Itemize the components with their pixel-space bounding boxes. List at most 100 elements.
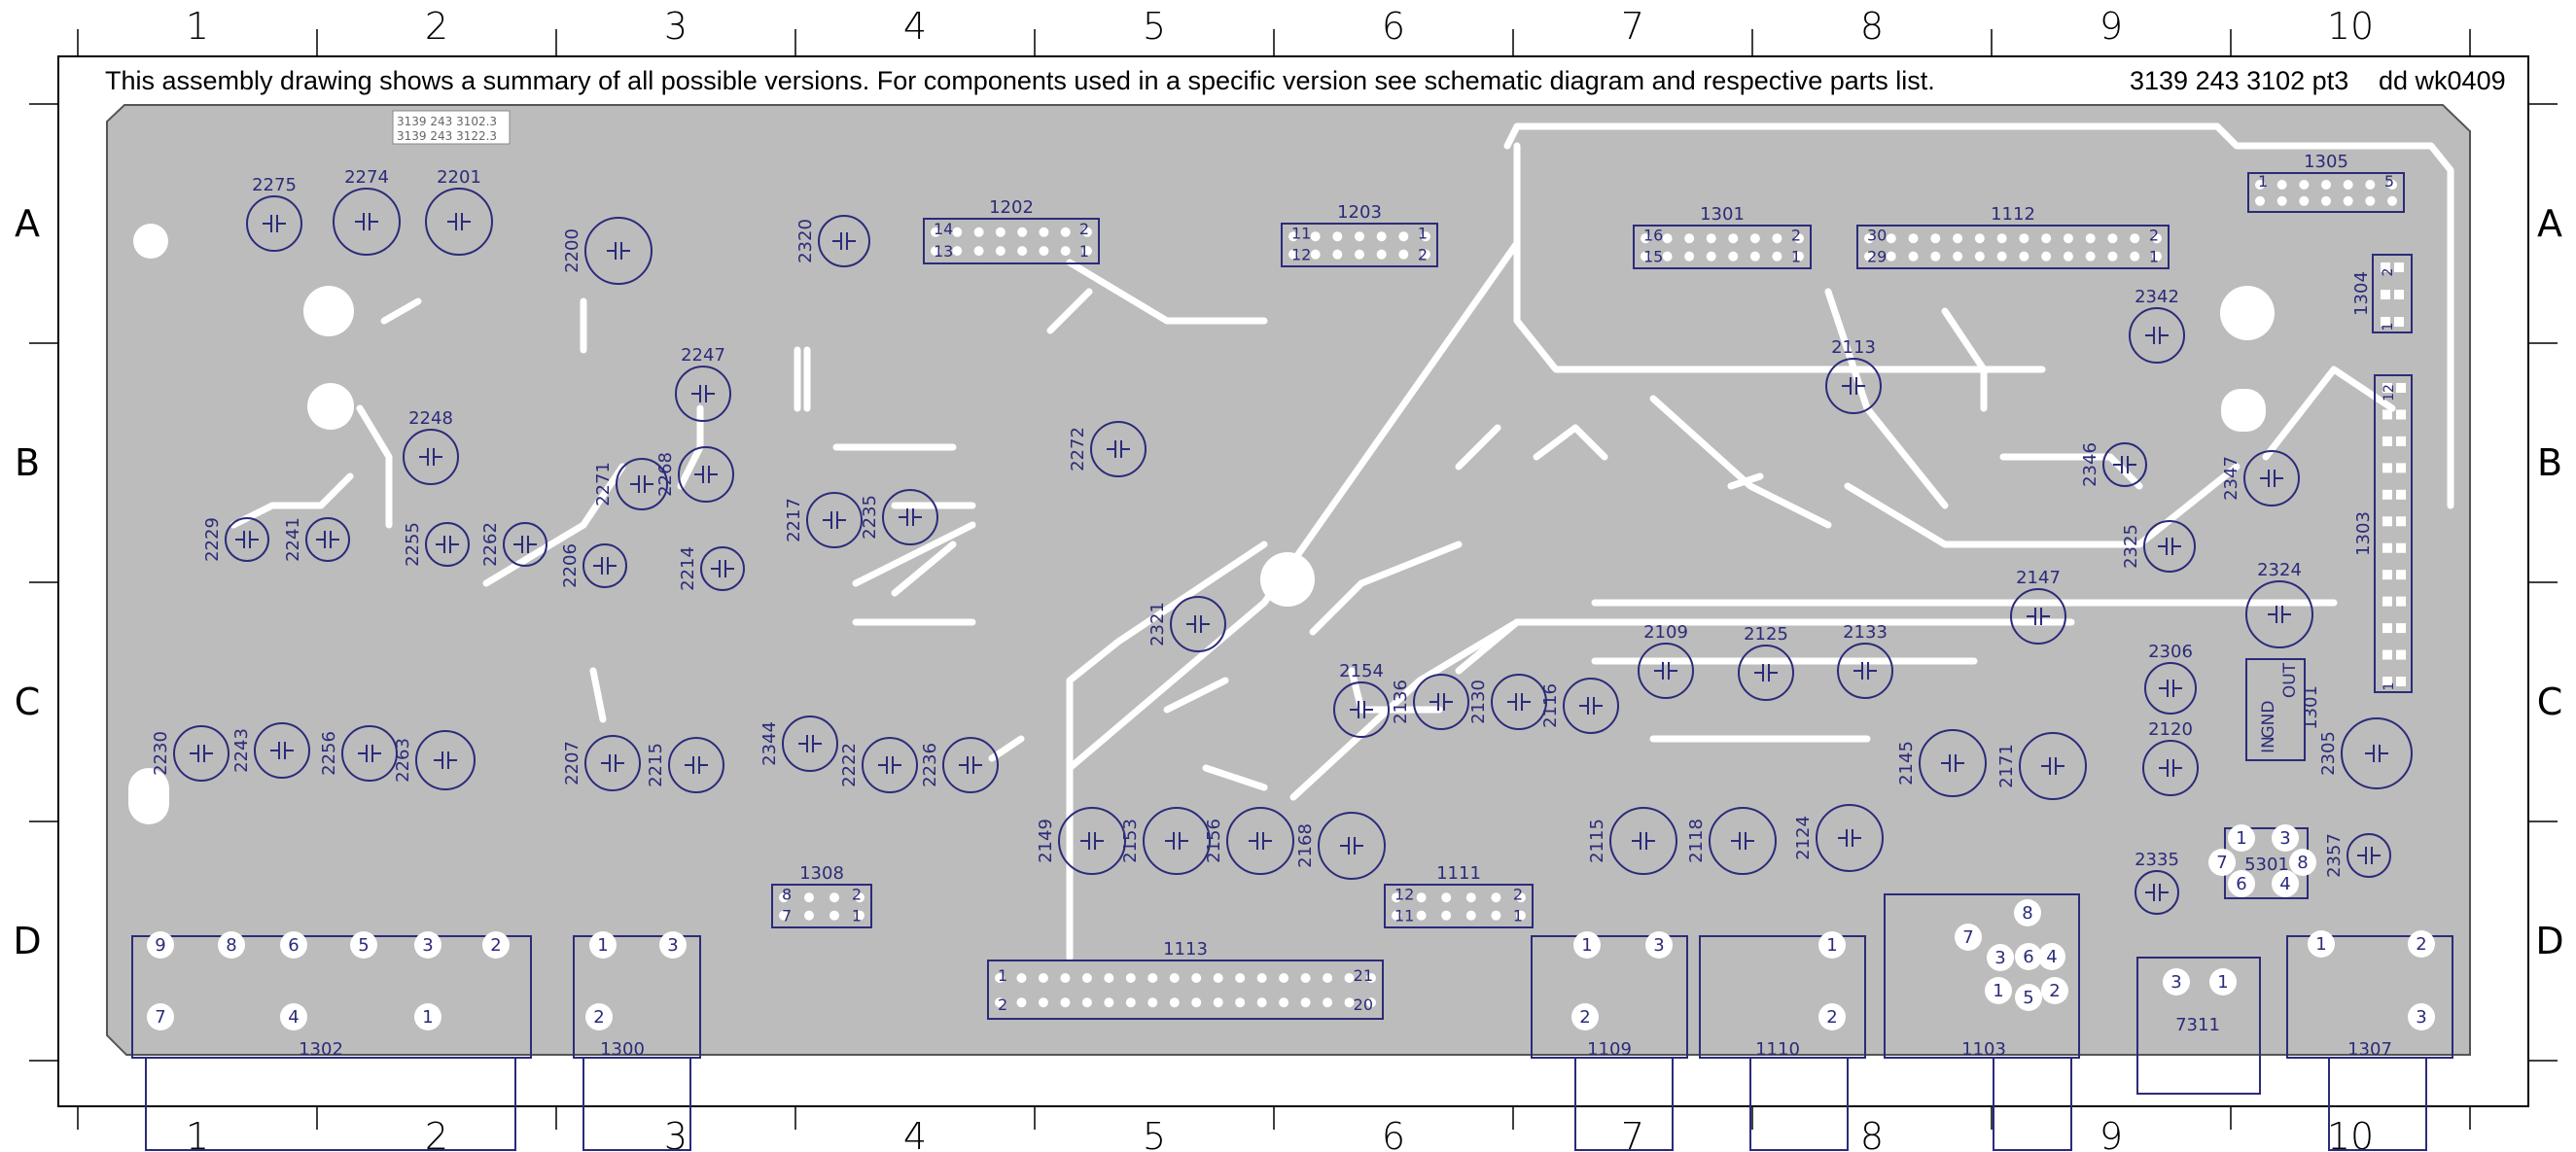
capacitor-outline [1825, 358, 1882, 414]
grid-row-label: C [15, 681, 41, 723]
capacitor-2243: 2243 [231, 722, 310, 779]
capacitor-label: 2275 [252, 175, 297, 195]
capacitor-outline [2019, 732, 2087, 800]
capacitor-2347: 2347 [2221, 450, 2300, 506]
connector-pin-label: 1 [422, 1007, 433, 1028]
capacitor-2335: 2335 [2135, 850, 2179, 915]
header-label: 1301 [1700, 204, 1745, 225]
header-pin-label: 8 [782, 885, 792, 903]
connector-pad [2228, 870, 2255, 897]
grid-row-label: A [15, 202, 40, 245]
capacitor-outline [700, 546, 745, 591]
connector-pad [2272, 870, 2299, 897]
capacitor-outline [584, 735, 641, 791]
capacitor-2147: 2147 [2010, 568, 2066, 645]
capacitor-label: 2109 [1643, 622, 1688, 643]
capacitor-outline [616, 458, 668, 510]
capacitor-outline [1816, 804, 1884, 872]
capacitor-2320: 2320 [795, 215, 870, 267]
capacitor-label: 2321 [1147, 602, 1168, 646]
capacitor-label: 2124 [1793, 816, 1814, 860]
connector-outline [1699, 935, 1866, 1059]
connector-pin-label: 2 [1579, 1007, 1590, 1028]
connector-pin-label: GND [2259, 701, 2278, 739]
connector-pin-label: 1 [2236, 828, 2246, 849]
header-outline [1633, 225, 1812, 269]
capacitor-label: 2147 [2016, 568, 2061, 588]
capacitor-outline [2341, 717, 2413, 789]
capacitor-outline [403, 429, 459, 485]
header-outline [923, 218, 1100, 264]
capacitor-2321: 2321 [1147, 596, 1226, 652]
connector-pin-label: 2 [1826, 1007, 1837, 1028]
capacitor-2357: 2357 [2324, 833, 2391, 878]
capacitor-2115: 2115 [1587, 807, 1677, 875]
grid-column-label: 1 [186, 1115, 209, 1152]
grid-column-label: 7 [1621, 5, 1644, 48]
capacitor-outline [1709, 807, 1777, 875]
header-outline [1281, 223, 1438, 267]
capacitor-label: 2274 [344, 167, 389, 188]
connector-pin-label: 1 [2217, 972, 2228, 993]
assembly-note: This assembly drawing shows a summary of… [105, 66, 1935, 95]
connector-pin-label: 3 [2279, 828, 2290, 849]
grid-column-label: 3 [664, 5, 688, 48]
header-label: 1113 [1163, 939, 1208, 960]
capacitor-label: 2236 [920, 743, 940, 787]
capacitor-label: 2230 [151, 731, 171, 776]
capacitor-label: 2200 [562, 228, 582, 273]
header-label: 1303 [2353, 511, 2374, 556]
capacitor-2133: 2133 [1837, 622, 1893, 699]
capacitor-label: 2171 [1996, 744, 2017, 788]
connector-outline [1531, 935, 1688, 1059]
capacitor-label: 2241 [283, 517, 303, 562]
connector-pin-label: 1 [2315, 934, 2326, 955]
capacitor-outline [1413, 674, 1469, 730]
connector-pin-label: OUT [2280, 662, 2300, 698]
connector-pad [2014, 899, 2041, 926]
header-pin-label: 2 [2149, 226, 2159, 244]
connector-label: 1110 [1755, 1039, 1800, 1060]
header-pin-label: 30 [1867, 226, 1887, 244]
capacitor-label: 2214 [678, 546, 698, 591]
capacitor-label: 2154 [1339, 661, 1384, 681]
connector-pad [2163, 968, 2190, 995]
capacitor-outline [678, 446, 734, 503]
capacitor-label: 2153 [1120, 819, 1141, 863]
capacitor-label: 2325 [2121, 524, 2141, 569]
capacitor-label: 2133 [1843, 622, 1888, 643]
capacitor-outline [425, 522, 470, 567]
capacitor-2124: 2124 [1793, 804, 1884, 872]
capacitor-outline [1837, 643, 1893, 699]
connector-label: 1109 [1587, 1039, 1632, 1060]
capacitor-2272: 2272 [1068, 421, 1147, 477]
capacitor-label: 2115 [1587, 819, 1607, 863]
capacitor-2156: 2156 [1204, 807, 1294, 875]
capacitor-2229: 2229 [202, 517, 269, 562]
header-pin-label: 7 [782, 906, 792, 925]
capacitor-outline [1609, 807, 1677, 875]
capacitor-2268: 2268 [655, 446, 734, 503]
capacitor-label: 2207 [562, 741, 582, 785]
connector-pin-label: IN [2259, 736, 2278, 753]
capacitor-label: 2347 [2221, 456, 2241, 501]
capacitor-label: 2149 [1036, 819, 1056, 863]
header-outline [1384, 884, 1534, 928]
grid-column-label: 4 [903, 1115, 927, 1152]
capacitor-outline [246, 195, 302, 252]
drawing-frame [57, 55, 2529, 1107]
capacitor-label: 2268 [655, 452, 676, 497]
header-pin-label: 1 [852, 906, 862, 925]
capacitor-outline [425, 188, 493, 256]
capacitor-2262: 2262 [480, 522, 547, 567]
capacitor-label: 2271 [593, 462, 614, 506]
connector-pad [1571, 1003, 1599, 1030]
capacitor-label: 2130 [1468, 680, 1489, 724]
capacitor-2325: 2325 [2121, 520, 2196, 573]
connector-pin-label: 7 [2216, 853, 2227, 873]
grid-column-label: 10 [2327, 1115, 2374, 1152]
